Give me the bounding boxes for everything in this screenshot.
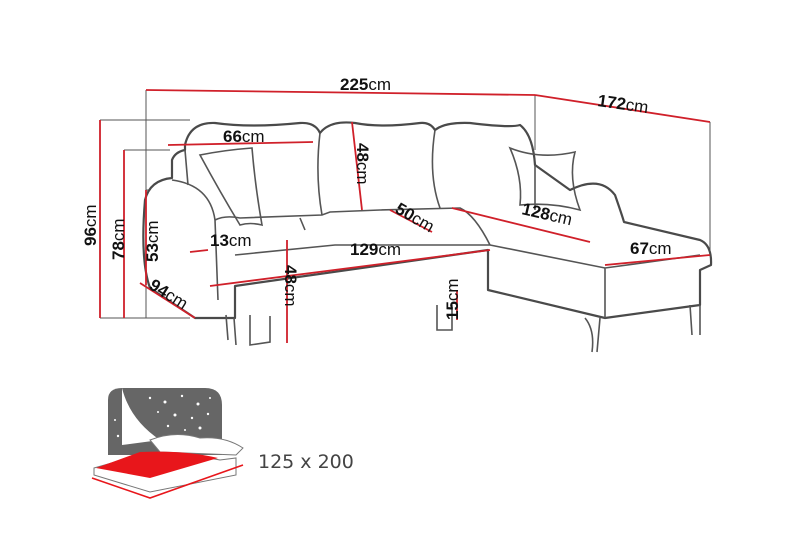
sofa-outline [142, 121, 713, 353]
label-chaise-width: 67cm [630, 239, 672, 258]
dimension-lines [99, 89, 711, 343]
bed-size-label: 125 x 200 [258, 451, 354, 473]
label-chaise-length: 128cm [520, 199, 574, 229]
label-total-width: 225cm [340, 75, 391, 94]
dimension-labels: 225cm 172cm 66cm 48cm 96cm 78cm 53cm 13c… [81, 75, 672, 320]
bed-function-icon [91, 388, 244, 499]
label-armrest-height: 53cm [143, 220, 162, 262]
pillow-left [198, 147, 264, 227]
label-back-cushion-width: 66cm [223, 127, 265, 146]
label-leg-height: 15cm [443, 278, 462, 320]
label-seat-width: 129cm [350, 240, 401, 259]
label-seat-height: 48cm [281, 265, 300, 307]
label-total-height: 96cm [81, 204, 100, 246]
label-chaise-depth: 172cm [596, 91, 649, 117]
pillow-right [508, 146, 582, 212]
label-height: 78cm [109, 218, 128, 260]
label-back-cushion-height: 48cm [353, 143, 372, 185]
label-armrest-width: 13cm [210, 231, 252, 250]
stars [114, 394, 211, 438]
